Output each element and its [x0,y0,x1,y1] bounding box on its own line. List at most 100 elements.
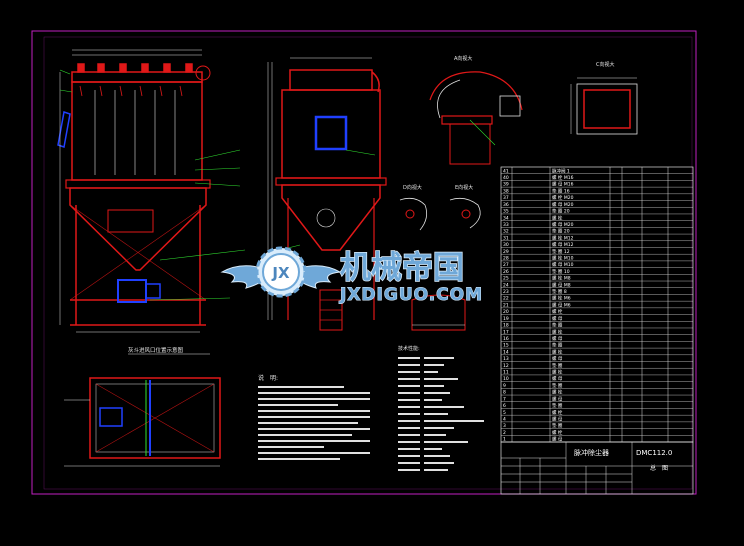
parts-row-name: 螺 栓 M16 [552,174,574,181]
parts-row-number: 24 [503,282,509,288]
parts-row-name: 螺 栓 M6 [552,295,571,302]
gear-icon [255,246,307,298]
parts-row-number: 14 [503,349,509,355]
parts-row-name: 螺 栓 [552,214,563,221]
parts-row-name: 垫 圈 10 [552,268,570,275]
notes-title: 说 明: [258,374,278,382]
parts-row-number: 6 [503,403,506,409]
parts-row-number: 18 [503,323,509,329]
parts-row-name: 螺 栓 [552,369,563,376]
parts-row-number: 19 [503,316,509,322]
sheet-label: 总 图 [650,464,668,472]
parts-row-number: 34 [503,215,509,221]
parts-row-name: 垫 圈 [552,422,563,429]
detail-c: C向视大 [570,61,638,135]
parts-row-name: 螺 栓 M12 [552,234,574,241]
notes-block: 说 明: [258,374,370,460]
detail-d: D向视大 [399,184,428,231]
parts-row-number: 12 [503,363,509,369]
parts-row-name: 螺 母 [552,315,563,322]
parts-row-number: 25 [503,276,509,282]
detail-e-title: E向视大 [455,184,473,191]
parts-row-number: 30 [503,242,509,248]
parts-row-number: 39 [503,182,509,188]
parts-row-number: 1 [503,437,506,443]
parts-row-name: 螺 母 M12 [552,241,574,248]
drawing-frame-inner [43,36,693,490]
hopper-plan-view: 灰斗进风口位置示意图 [64,346,221,467]
parts-row-name: 螺 栓 [552,348,563,355]
detail-d-title: D向视大 [403,184,422,191]
watermark-wing-left [220,265,263,289]
parts-row-number: 2 [503,430,506,436]
drawing-frame [31,30,697,495]
parts-row-number: 16 [503,336,509,342]
parts-row-name: 螺 母 [552,436,563,443]
parts-row-name: 螺 母 M20 [552,221,574,228]
parts-row-name: 螺 母 [552,415,563,422]
parts-row-number: 40 [503,175,509,181]
parts-row-name: 垫 圈 [552,402,563,409]
parts-row-number: 31 [503,235,509,241]
parts-row-name: 螺 母 M8 [552,281,571,288]
drawing-title: 脉冲除尘器 [574,448,609,457]
parts-row-name: 螺 母 [552,355,563,362]
parts-row-name: 垫 圈 16 [552,187,570,194]
parts-row-number: 23 [503,289,509,295]
parts-row-number: 37 [503,195,509,201]
parts-row-number: 38 [503,188,509,194]
parts-row-name: 垫 圈 20 [552,228,570,235]
parts-row-number: 4 [503,416,506,422]
params-title: 技术性能: [398,345,420,352]
parts-row-number: 15 [503,343,509,349]
parts-row-number: 13 [503,356,509,362]
parts-row-number: 21 [503,302,509,308]
parts-row-number: 5 [503,410,506,416]
parts-row-name: 螺 母 M10 [552,261,574,268]
watermark-brand-cn: 机械帝国 [340,250,464,286]
parts-row-number: 36 [503,202,509,208]
parts-row-name: 螺 栓 [552,389,563,396]
front-view [57,49,246,333]
parts-row-name: 垫 圈 [552,342,563,349]
detail-b [411,294,466,331]
parts-row-number: 7 [503,396,506,402]
watermark: JX 机械帝国 JXDIGUO.COM [220,246,483,306]
parts-row-name: 螺 栓 [552,429,563,436]
parts-row-number: 35 [503,209,509,215]
title-block: 脉冲除尘器 DMC112.0 总 图 [500,441,694,495]
parts-row-name: 螺 母 [552,395,563,402]
parts-row-name: 螺 栓 M8 [552,275,571,282]
watermark-wing-right [299,265,342,289]
watermark-emblem: JX [271,264,290,282]
watermark-brand-en: JXDIGUO.COM [339,285,483,305]
parts-row-name: 垫 圈 [552,382,563,389]
detail-e: E向视大 [449,184,481,229]
side-view [267,57,387,331]
parts-row-name: 脉冲阀 1 [552,167,570,174]
parts-row-name: 螺 栓 M10 [552,255,574,262]
parts-row-name: 螺 母 M6 [552,301,571,308]
parts-row-name: 垫 圈 [552,362,563,369]
parts-row-name: 垫 圈 [552,322,563,329]
parts-row-number: 8 [503,390,506,396]
drawing-number: DMC112.0 [636,449,672,457]
parts-row-number: 17 [503,329,509,335]
parts-row-number: 41 [503,168,509,174]
parts-row-number: 3 [503,423,506,429]
parts-row-number: 32 [503,229,509,235]
parts-row-name: 垫 圈 8 [552,288,567,295]
parts-row-name: 螺 栓 [552,328,563,335]
parts-row-name: 螺 栓 M20 [552,194,574,201]
detail-c-title: C向视大 [596,61,615,68]
parts-row-number: 28 [503,256,509,262]
plan-view-title: 灰斗进风口位置示意图 [128,346,184,354]
tech-params-block: 技术性能: [398,345,484,471]
parts-row-name: 螺 母 [552,375,563,382]
parts-row-name: 垫 圈 12 [552,248,570,255]
parts-row-name: 螺 母 M16 [552,181,574,188]
parts-row-name: 螺 栓 [552,409,563,416]
parts-row-number: 9 [503,383,506,389]
